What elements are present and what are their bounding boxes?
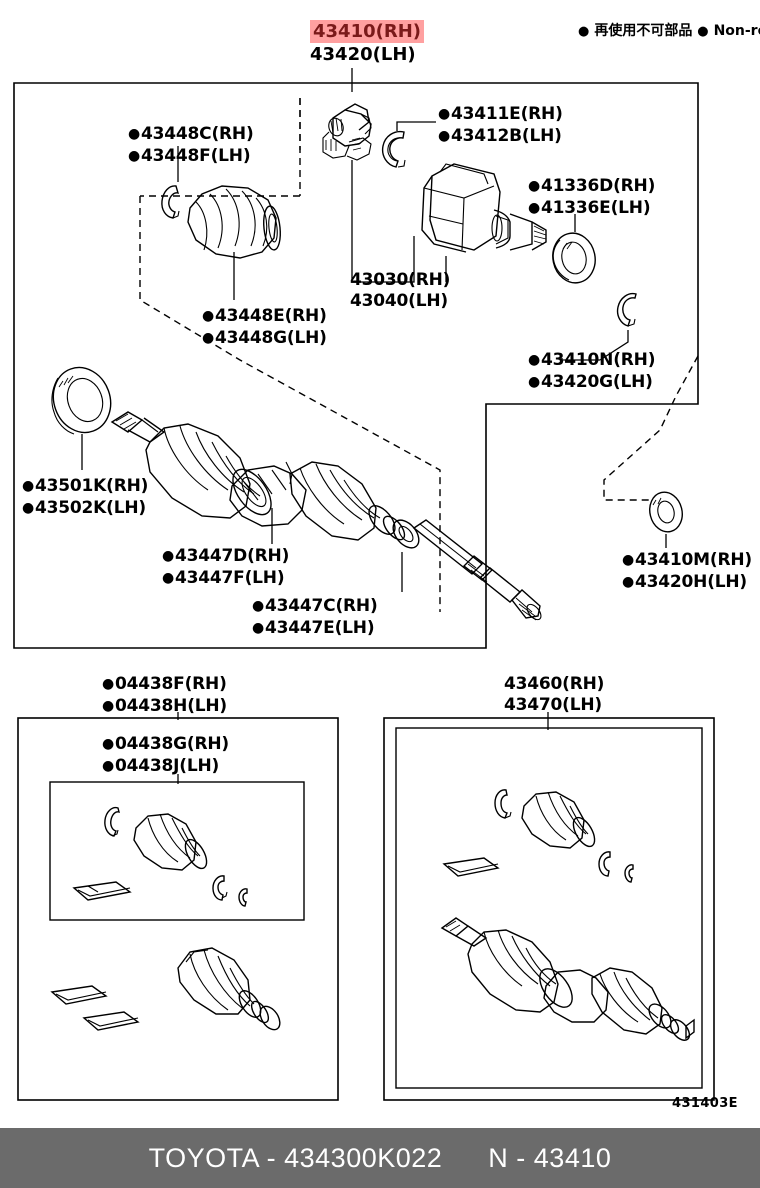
label-43447d: 43447D(RH) 43447F(LH) — [162, 546, 289, 590]
legend-japanese: 再使用不可部品 — [578, 23, 692, 39]
label-41336d: 41336D(RH) 41336E(LH) — [528, 176, 655, 220]
legend-english: Non-reusable part — [697, 23, 760, 39]
label-43030: 43030(RH) 43040(LH) — [350, 270, 451, 311]
inner-seal-art — [552, 232, 596, 284]
label-43411e: 43411E(RH) 43412B(LH) — [438, 104, 563, 148]
label-04438f: 04438F(RH) 04438H(LH) — [102, 674, 227, 718]
label-43410n: 43410N(RH) 43420G(LH) — [528, 350, 655, 394]
label-43448c: 43448C(RH) 43448F(LH) — [128, 124, 254, 168]
footer-group-code: N - 43410 — [488, 1142, 612, 1173]
right-shaft-assembly-art — [440, 917, 695, 1041]
diagram-code: 431403E — [672, 1096, 738, 1111]
label-43447c: 43447C(RH) 43447E(LH) — [252, 596, 378, 640]
footer-bar: TOYOTA - 434300K022 N - 43410 — [0, 1128, 760, 1188]
label-43460: 43460(RH) 43470(LH) — [504, 674, 605, 715]
inner-boot-joint-art — [229, 461, 420, 549]
footer-part-number: TOYOTA - 434300K022 — [148, 1142, 443, 1173]
kit-boot-large-art — [50, 947, 281, 1031]
snap-ring-art — [381, 130, 406, 168]
tripod-joint-art — [322, 103, 372, 161]
label-04438g: 04438G(RH) 04438J(LH) — [102, 734, 229, 778]
label-43501k: 43501K(RH) 43502K(LH) — [22, 476, 148, 520]
clamp-ring-n-art — [616, 292, 637, 327]
clamp-ring-m-art — [649, 491, 683, 533]
label-43448e: 43448E(RH) 43448G(LH) — [202, 306, 327, 350]
shaft-splined-end-art — [110, 411, 166, 443]
inboard-boot-art — [161, 185, 281, 259]
page-title-lh: 43420(LH) — [310, 44, 416, 65]
kit-boot-small-art — [72, 806, 248, 907]
right-boot-kit-art — [442, 789, 634, 883]
page-title-rh: 43410(RH) — [310, 20, 424, 43]
outer-boot-art — [145, 423, 272, 519]
output-shaft-art — [412, 519, 542, 621]
label-43410m: 43410M(RH) 43420H(LH) — [622, 550, 752, 594]
legend-non-reusable: 再使用不可部品 Non-reusable part — [578, 22, 760, 41]
page-title: 43410(RH) 43420(LH) — [310, 20, 424, 66]
dust-seal-ring-art — [51, 366, 112, 435]
